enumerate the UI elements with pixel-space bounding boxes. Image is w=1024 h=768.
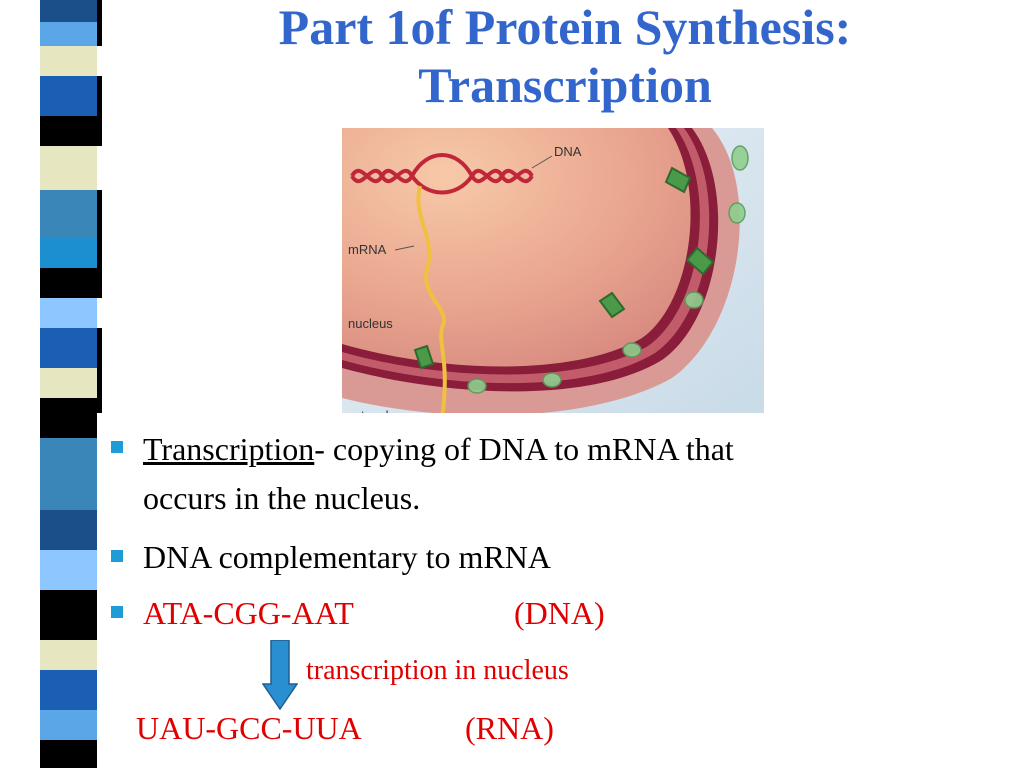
nucleus-diagram: DNA mRNA nucleus cytosol <box>342 128 764 418</box>
bullet-1-text: - copying of DNA to mRNA that <box>314 431 734 467</box>
bullet-marker <box>111 550 123 562</box>
bullet-1-line1: Transcription- copying of DNA to mRNA th… <box>143 430 734 468</box>
content-panel <box>97 413 1024 768</box>
rna-sequence: UAU-GCC-UUA <box>136 710 362 746</box>
bullet-1-term: Transcription <box>143 431 315 467</box>
bullet-marker <box>111 606 123 618</box>
decorative-stripe-bar <box>40 0 102 768</box>
bullet-marker <box>111 441 123 453</box>
bullet-1-line2: occurs in the nucleus. <box>143 480 421 516</box>
bullet-2-text: DNA complementary to mRNA <box>143 539 551 575</box>
label-nucleus: nucleus <box>348 316 393 331</box>
slide-title: Part 1of Protein Synthesis: Transcriptio… <box>160 0 970 114</box>
slide-title-line2: Transcription <box>418 57 712 113</box>
transcription-illustration: DNA mRNA nucleus cytosol <box>342 128 764 418</box>
down-arrow-icon <box>262 640 298 710</box>
dna-label: (DNA) <box>514 595 605 631</box>
dna-sequence: ATA-CGG-AAT <box>143 595 354 631</box>
arrow-label: transcription in nucleus <box>306 655 569 686</box>
slide-title-line1: Part 1of Protein Synthesis: <box>278 0 852 55</box>
label-mrna: mRNA <box>348 242 387 257</box>
rna-label: (RNA) <box>465 710 554 746</box>
label-dna: DNA <box>554 144 582 159</box>
